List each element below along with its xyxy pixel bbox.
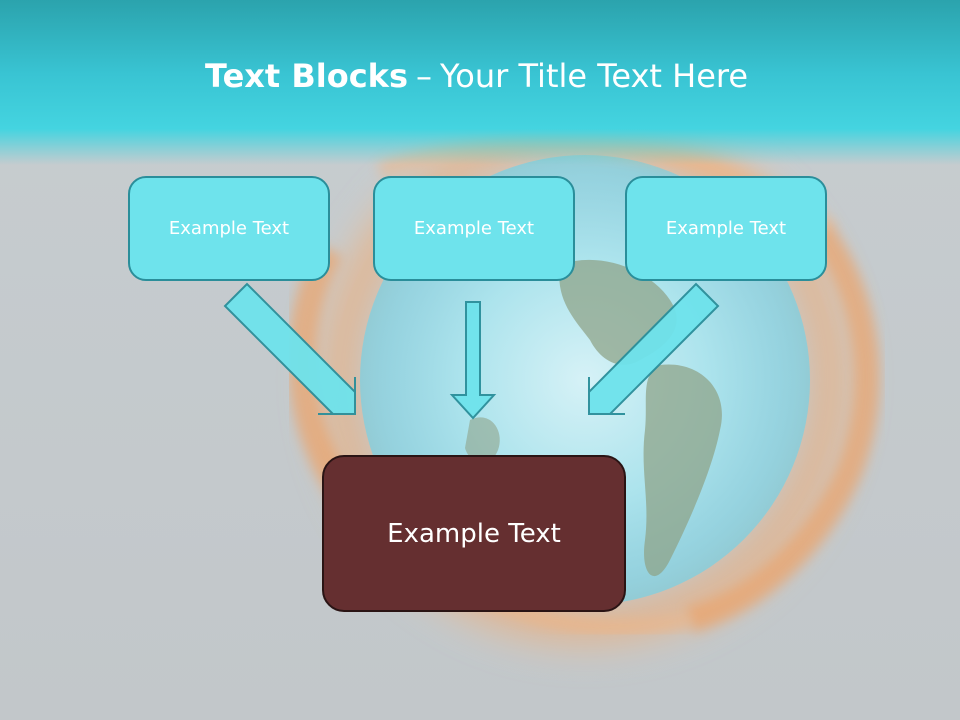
- text-block-2[interactable]: Example Text: [373, 176, 575, 281]
- title-rest: Your Title Text Here: [440, 57, 749, 95]
- text-block-1-label: Example Text: [168, 218, 290, 239]
- text-block-1[interactable]: Example Text: [128, 176, 330, 281]
- title-dash: –: [416, 57, 432, 95]
- slide-title: Text Blocks–Your Title Text Here: [205, 54, 748, 98]
- main-text-block-label: Example Text: [387, 518, 561, 549]
- header-band: [0, 0, 960, 165]
- continent-south-america: [643, 364, 722, 577]
- text-block-3[interactable]: Example Text: [625, 176, 827, 281]
- text-block-3-label: Example Text: [665, 218, 787, 239]
- title-bold: Text Blocks: [205, 57, 408, 95]
- continent-fragment: [465, 417, 500, 463]
- fire-ring-right: [686, 222, 880, 633]
- main-text-block[interactable]: Example Text: [322, 455, 626, 612]
- text-block-2-label: Example Text: [413, 218, 535, 239]
